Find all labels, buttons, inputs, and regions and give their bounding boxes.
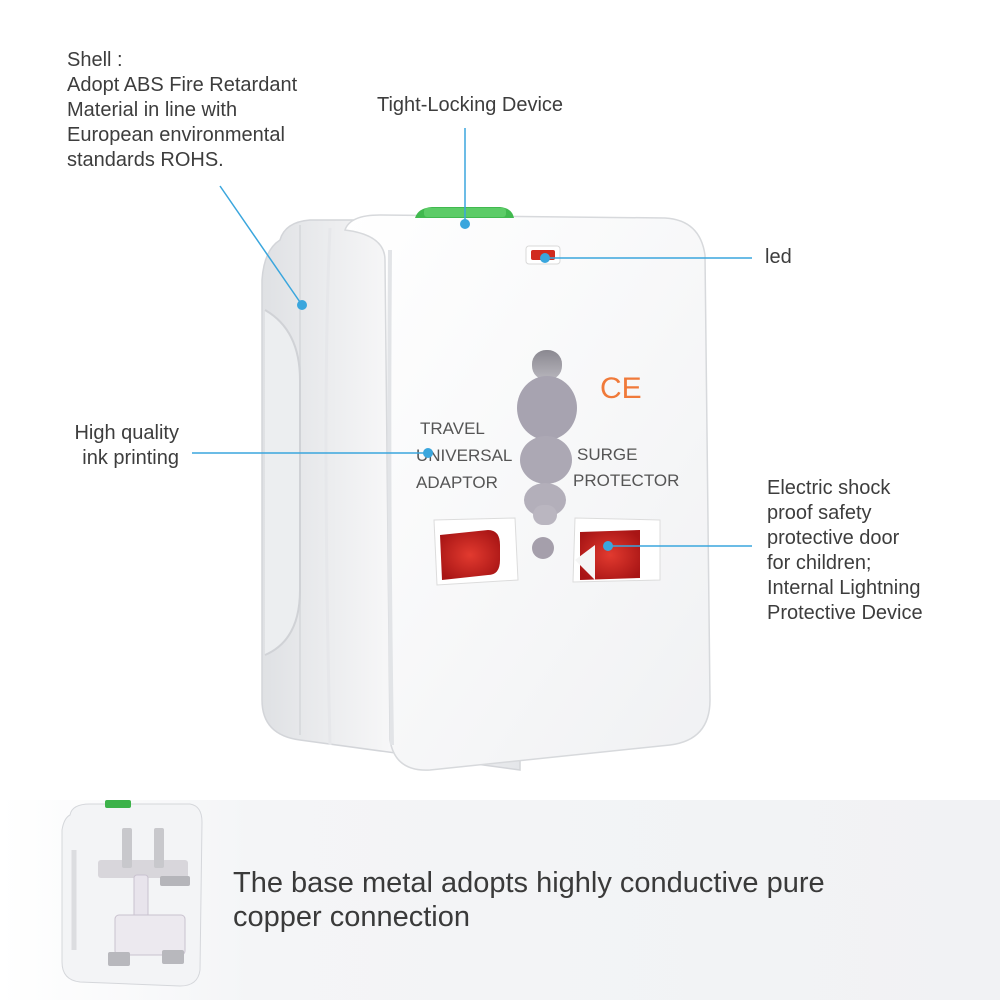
- callout-line-shell: [219, 185, 303, 306]
- callout-shell-line-3: Material in line with: [67, 99, 238, 121]
- callout-shock-line-1: Electric shock: [767, 477, 891, 499]
- callout-printing-line-2: ink printing: [82, 447, 179, 469]
- callout-dot-printing: [423, 448, 433, 458]
- print-universal: UNIVERSAL: [416, 446, 512, 465]
- callout-dot-lock: [460, 219, 470, 229]
- callout-shell: Shell : Adopt ABS Fire Retardant Materia…: [67, 48, 297, 173]
- universal-socket: [433, 350, 661, 586]
- callout-shock: Electric shock proof safety protective d…: [767, 476, 923, 626]
- bottom-caption: The base metal adopts highly conductive …: [233, 866, 825, 934]
- print-travel: TRAVEL: [420, 419, 485, 438]
- callout-led: led: [765, 246, 792, 268]
- callout-shell-line-2: Adopt ABS Fire Retardant: [67, 74, 298, 96]
- callout-dot-led: [540, 253, 550, 263]
- callout-shell-line-5: standards ROHS.: [67, 149, 224, 171]
- print-protector: PROTECTOR: [573, 471, 679, 490]
- callout-tight-locking: Tight-Locking Device: [377, 94, 564, 116]
- callout-shock-line-2: proof safety: [767, 502, 872, 524]
- callout-dot-shell: [297, 300, 307, 310]
- print-surge: SURGE: [577, 445, 637, 464]
- ce-mark: CE: [600, 372, 642, 405]
- callout-lines: [192, 128, 752, 551]
- callout-shock-line-5: Internal Lightning: [767, 577, 921, 599]
- callout-dot-shock: [603, 541, 613, 551]
- callout-printing: High quality ink printing: [64, 421, 179, 471]
- print-adaptor: ADAPTOR: [416, 473, 498, 492]
- bottom-caption-line-2: copper connection: [233, 901, 470, 933]
- callout-shell-line-1: Shell :: [67, 49, 123, 71]
- callout-shock-line-3: protective door: [767, 527, 900, 549]
- callout-shock-line-4: for children;: [767, 552, 872, 574]
- callout-shell-line-4: European environmental: [67, 124, 285, 146]
- adapter-back-thumbnail: [61, 800, 203, 987]
- callout-shock-line-6: Protective Device: [767, 602, 923, 624]
- callout-printing-line-1: High quality: [74, 422, 179, 444]
- bottom-caption-line-1: The base metal adopts highly conductive …: [233, 867, 825, 899]
- adapter-illustration: TRAVEL UNIVERSAL ADAPTOR SURGE PROTECTOR…: [192, 128, 752, 771]
